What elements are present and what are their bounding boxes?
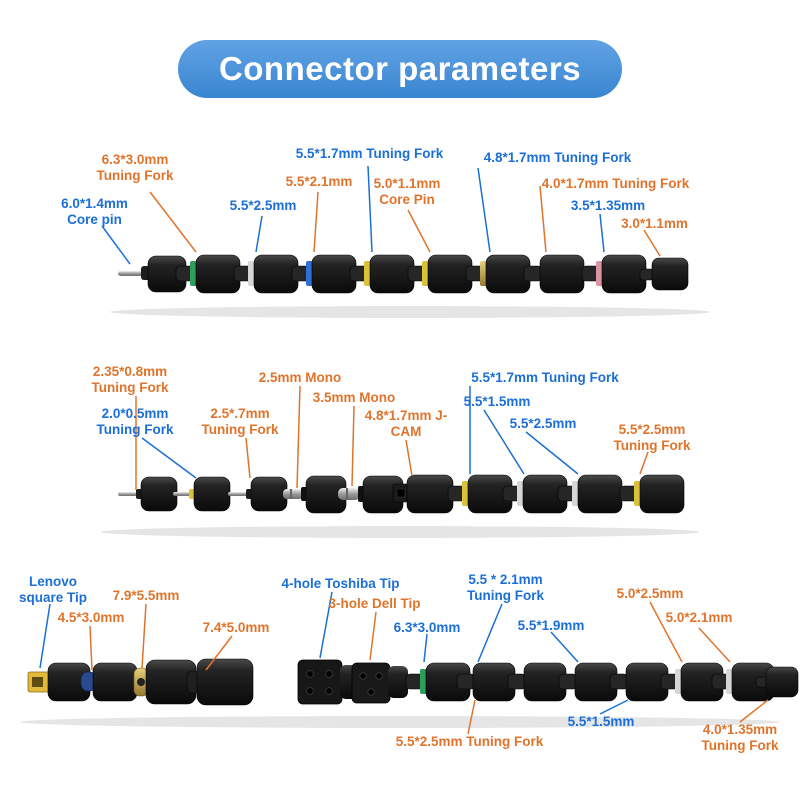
connector-3-5x1-35 (581, 254, 647, 294)
label-6-0-1-4-core-pin: 6.0*1.4mm Core pin (61, 196, 128, 227)
label-5-5-2-5-tuning-fork: 5.5*2.5mm Tuning Fork (395, 734, 544, 749)
connector-7-9x5-5 (133, 659, 197, 705)
connector-4-0x1-35-tuning-fork (755, 666, 799, 698)
label-5-0-1-1-core-pin: 5.0*1.1mm Core Pin (373, 176, 441, 207)
label-7-4-5-0: 7.4*5.0mm (202, 620, 270, 635)
connector-5-5x2-5 (233, 254, 299, 294)
connector-6-3x3-0-tuning-fork (175, 254, 241, 294)
connector-4-8x1-7-tuning-fork (465, 254, 531, 294)
label-2-5mm-mono: 2.5mm Mono (258, 370, 342, 385)
connector-5-0x2-1 (711, 662, 775, 702)
label-4-0-1-7-tuning-fork: 4.0*1.7mm Tuning Fork (541, 176, 690, 191)
connector-2-0x0-5-tuning-fork (173, 476, 231, 512)
connector-5-5x1-5 (609, 662, 669, 702)
connector-5-5x1-9 (558, 662, 618, 702)
connector-5-5x2-5 (557, 474, 623, 514)
label-4-0-1-35-tuning-fork: 4.0*1.35mm Tuning Fork (701, 722, 779, 753)
label-5-5-1-9: 5.5*1.9mm (517, 618, 585, 633)
label-5-5-1-7-tuning-fork: 5.5*1.7mm Tuning Fork (471, 370, 619, 385)
label-lenovo-square-tip: Lenovo square Tip (18, 574, 88, 605)
label-5-5-1-5: 5.5*1.5mm (463, 394, 531, 409)
label-2-5-0-7-tuning-fork: 2.5*.7mm Tuning Fork (201, 406, 279, 437)
connector-strip-row1 (110, 254, 710, 318)
label-5-5-2-1-tuning-fork: 5.5 * 2.1mm Tuning Fork (467, 572, 544, 603)
connector-5-5x1-7-tuning-fork (349, 254, 415, 294)
label-6-3-3-0: 6.3*3.0mm (393, 620, 461, 635)
page-title: Connector parameters (218, 50, 582, 87)
label-5-5-2-5-tuning-fork: 5.5*2.5mm Tuning Fork (613, 422, 691, 453)
connector-3-0x1-1 (639, 257, 689, 291)
connector-4-0x1-7-tuning-fork (523, 254, 585, 294)
label-5-5-2-1: 5.5*2.1mm (285, 174, 353, 189)
label-2-35-0-8-tuning-fork: 2.35*0.8mm Tuning Fork (91, 364, 169, 395)
connector-5-5x2-5-tuning-fork (619, 474, 685, 514)
label-4-hole-toshiba-tip: 4-hole Toshiba Tip (281, 576, 400, 591)
label-3-5mm-mono: 3.5mm Mono (312, 390, 396, 405)
connector-strip-row3 (20, 658, 799, 728)
label-5-5-2-5: 5.5*2.5mm (229, 198, 297, 213)
label-7-9-5-5: 7.9*5.5mm (112, 588, 180, 603)
connector-2-5mm-mono (283, 475, 347, 514)
connector-5-0x2-5 (660, 662, 724, 702)
connector-4-5x3-0 (80, 662, 138, 702)
label-5-0-2-5: 5.0*2.5mm (616, 586, 684, 601)
label-4-8-1-7-j-cam: 4.8*1.7mm J-CAM (364, 408, 448, 439)
connector-5-5x2-1-tuning-fork (507, 662, 567, 702)
label-3-hole-dell-tip: 3-hole Dell Tip (328, 596, 421, 611)
label-6-3-3-0-tuning-fork: 6.3*3.0mm Tuning Fork (96, 152, 174, 183)
label-2-0-0-5-tuning-fork: 2.0*0.5mm Tuning Fork (96, 406, 174, 437)
connector-2-35x0-8-tuning-fork (118, 476, 178, 512)
label-5-5-1-7-tuning-fork: 5.5*1.7mm Tuning Fork (295, 146, 444, 161)
connector-5-5x2-1 (291, 254, 357, 294)
connector-5-5x2-5-tuning-fork (456, 662, 516, 702)
connector-strip-row2 (100, 474, 700, 538)
label-5-5-1-5: 5.5*1.5mm (567, 714, 635, 729)
connector-5-5x1-7-tuning-fork (447, 474, 513, 514)
label-4-5-3-0: 4.5*3.0mm (57, 610, 125, 625)
label-5-5-2-5: 5.5*2.5mm (509, 416, 577, 431)
connector-dell-3-hole-tip (351, 662, 408, 704)
label-5-0-2-1: 5.0*2.1mm (665, 610, 733, 625)
label-4-8-1-7-tuning-fork: 4.8*1.7mm Tuning Fork (483, 150, 632, 165)
connector-lenovo-square-tip (27, 662, 91, 702)
connector-2-5x0-7-tuning-fork (228, 476, 288, 512)
label-3-0-1-1: 3.0*1.1mm (621, 216, 688, 231)
connector-5-5x1-5 (502, 474, 568, 514)
connector-7-4x5-0 (186, 658, 254, 706)
label-3-5-1-35: 3.5*1.35mm (570, 198, 646, 213)
title-banner: Connector parameters (178, 40, 622, 98)
connector-5-0x1-1-core-pin (407, 254, 473, 294)
